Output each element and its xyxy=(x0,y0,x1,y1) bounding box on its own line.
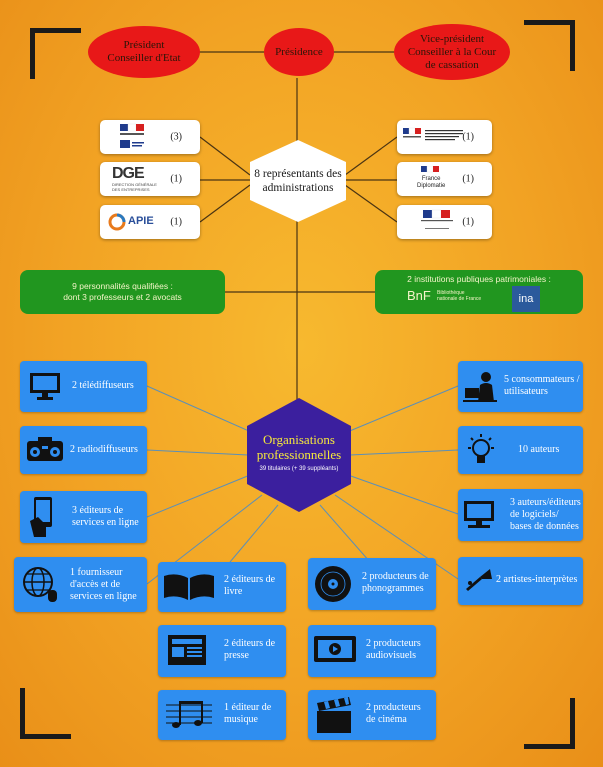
item-consommateurs: 5 consommateurs / utilisateurs xyxy=(458,361,583,412)
services-label: 3 éditeurs de services en ligne xyxy=(72,505,139,528)
video-player-icon xyxy=(314,636,356,662)
phono-label: 2 producteurs de phonogrammes xyxy=(362,571,429,594)
item-fai: 1 fournisseur d'accès et de services en … xyxy=(14,557,147,612)
item-editeur-musique: 1 éditeur de musique xyxy=(158,690,286,740)
clapperboard-icon xyxy=(317,697,351,733)
lightbulb-icon xyxy=(468,434,494,463)
count-label: (3) xyxy=(170,131,182,143)
count-label: (1) xyxy=(462,131,474,143)
newspaper-icon xyxy=(168,635,206,665)
artistes-label: 2 artistes-interprètes xyxy=(496,574,578,585)
presidence-label: Présidence xyxy=(275,45,323,58)
ina-logo-text: ina xyxy=(518,293,534,305)
item-artistes: 2 artistes-interprètes xyxy=(458,557,583,605)
corner-top-right xyxy=(524,20,575,71)
item-editeurs-livre: 2 éditeurs de livre xyxy=(158,562,286,612)
count-label: (1) xyxy=(170,173,182,185)
musique-label: 1 éditeur de musique xyxy=(224,702,272,725)
corner-top-left xyxy=(30,28,81,79)
apie-logo-icon xyxy=(108,213,126,231)
logo-box-ministere-republique: (1) xyxy=(397,205,492,239)
administrations-label: 8 représentants des administrations xyxy=(254,168,342,194)
logo-box-ministere-enseignement: (1) xyxy=(397,120,492,154)
livre-label: 2 éditeurs de livre xyxy=(224,574,276,597)
item-radiodif: 2 radiodiffuseurs xyxy=(20,426,147,474)
item-services-en-ligne: 3 éditeurs de services en ligne xyxy=(20,491,147,543)
corner-bottom-left xyxy=(20,688,71,739)
institutions-label: 2 institutions publiques patrimoniales : xyxy=(407,274,551,284)
audiovisuels-label: 2 producteurs audiovisuels xyxy=(366,638,421,661)
hexagon-shape xyxy=(250,140,346,222)
tv-monitor-icon xyxy=(30,373,60,400)
fai-label: 1 fournisseur d'accès et de services en … xyxy=(70,567,137,602)
globe-mouse-icon xyxy=(23,567,57,602)
vice-president-ellipse: Vice-président Conseiller à la Cour de c… xyxy=(394,24,510,80)
item-editeurs-presse: 2 éditeurs de presse xyxy=(158,625,286,677)
personnalites-label: 9 personnalités qualifiées : dont 3 prof… xyxy=(63,281,182,302)
president-ellipse: Président Conseiller d'Etat xyxy=(88,26,200,78)
corner-bottom-right xyxy=(524,698,575,749)
count-label: (1) xyxy=(462,216,474,228)
item-teledif: 2 télédiffuseurs xyxy=(20,361,147,412)
organisations-title: Organisations professionnelles xyxy=(256,432,342,462)
presidence-ellipse: Présidence xyxy=(264,28,334,76)
smartphone-hand-icon xyxy=(30,497,52,537)
logo-box-france-diplomatie: France Diplomatie (1) xyxy=(397,162,492,196)
dge-logo-subtext: DIRECTION GÉNÉRALE DES ENTREPRISES xyxy=(112,182,157,192)
dge-logo-text: DGE xyxy=(112,165,145,182)
marianne-logo-icon xyxy=(421,209,453,229)
item-producteurs-audiovisuels: 2 producteurs audiovisuels xyxy=(308,625,436,677)
cinema-label: 2 producteurs de cinéma xyxy=(366,702,421,725)
logo-box-dge: DGE DIRECTION GÉNÉRALE DES ENTREPRISES (… xyxy=(100,162,200,196)
ina-logo: ina xyxy=(512,286,540,312)
desktop-computer-icon xyxy=(464,501,494,528)
user-computer-icon xyxy=(463,372,497,402)
apie-logo-text: APIE xyxy=(128,215,154,227)
institutions-patrimoniales-box: 2 institutions publiques patrimoniales :… xyxy=(375,270,583,314)
logo-box-ministere-culture: (3) xyxy=(100,120,200,154)
bnf-logo-subtext: Bibliothèque nationale de France xyxy=(437,290,482,302)
marianne-logo-icon xyxy=(120,123,144,148)
hexagon-shape xyxy=(247,398,351,512)
item-logiciels: 3 auteurs/éditeurs de logiciels/ bases d… xyxy=(458,489,583,541)
president-label: Président Conseiller d'Etat xyxy=(107,39,181,64)
diplomatie-logo-text: France Diplomatie xyxy=(417,176,446,189)
consommateurs-label: 5 consommateurs / utilisateurs xyxy=(504,374,580,397)
item-producteurs-cinema: 2 producteurs de cinéma xyxy=(308,690,436,740)
music-notes-icon xyxy=(166,701,212,728)
vinyl-disc-icon xyxy=(315,566,351,602)
item-auteurs: 10 auteurs xyxy=(458,426,583,474)
marianne-logo-icon xyxy=(421,166,439,173)
vice-president-label: Vice-président Conseiller à la Cour de c… xyxy=(407,32,497,71)
teledif-label: 2 télédiffuseurs xyxy=(72,380,134,391)
administrations-hexagon: 8 représentants des administrations xyxy=(248,140,348,222)
auteurs-label: 10 auteurs xyxy=(518,444,560,455)
item-producteurs-phonogrammes: 2 producteurs de phonogrammes xyxy=(308,558,436,610)
personnalites-qualifiees-box: 9 personnalités qualifiées : dont 3 prof… xyxy=(20,270,225,314)
open-book-icon xyxy=(164,574,214,600)
trumpet-icon xyxy=(466,569,492,591)
presse-label: 2 éditeurs de presse xyxy=(224,638,276,661)
count-label: (1) xyxy=(170,216,182,228)
bnf-logo-text: BnF xyxy=(407,288,431,303)
marianne-logo-icon xyxy=(403,127,463,141)
organisations-subtitle: 39 titulaires (+ 39 suppléants) xyxy=(259,466,339,472)
count-label: (1) xyxy=(462,173,474,185)
radio-icon xyxy=(27,437,63,461)
logiciels-label: 3 auteurs/éditeurs de logiciels/ bases d… xyxy=(510,497,581,532)
radiodif-label: 2 radiodiffuseurs xyxy=(70,444,138,455)
logo-box-apie: APIE (1) xyxy=(100,205,200,239)
organisations-hexagon: Organisations professionnelles 39 titula… xyxy=(245,398,353,512)
